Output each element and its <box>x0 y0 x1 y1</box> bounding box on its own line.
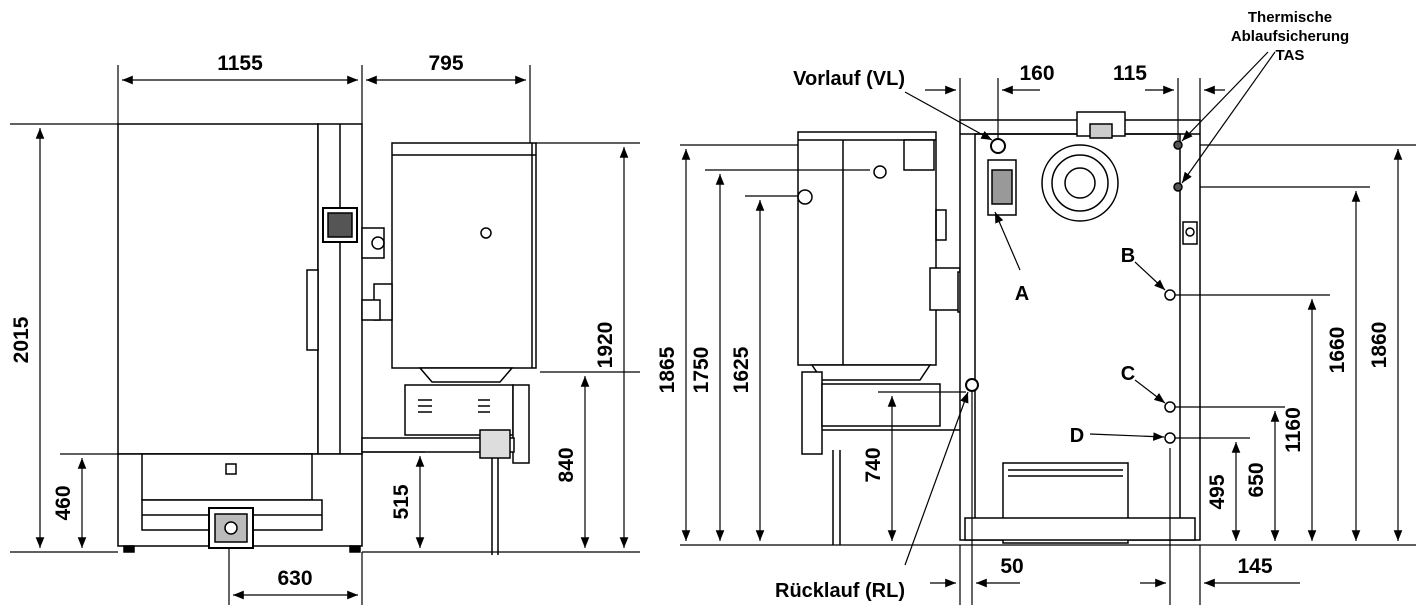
dim-1860: 1860 <box>1368 322 1391 369</box>
dim-1750: 1750 <box>690 347 713 394</box>
dim-1625: 1625 <box>730 346 753 393</box>
dim-515: 515 <box>390 484 413 519</box>
right-texts: Vorlauf (VL) Rücklauf (RL) Thermische Ab… <box>656 9 1391 602</box>
dim-160: 160 <box>1019 62 1054 85</box>
dim-460: 460 <box>52 485 75 520</box>
dim-795: 795 <box>428 52 463 75</box>
dim-145: 145 <box>1237 555 1272 578</box>
left-dimension-texts: 1155 795 2015 460 1920 840 515 630 <box>10 52 617 590</box>
right-dimensions <box>680 51 1416 605</box>
side-handle <box>306 269 319 351</box>
dim-650: 650 <box>1245 462 1268 497</box>
left-dimensions <box>10 65 640 605</box>
label-ruecklauf: Rücklauf (RL) <box>775 580 905 602</box>
dim-115: 115 <box>1113 62 1147 85</box>
dim-1660: 1660 <box>1326 327 1349 374</box>
left-view <box>117 123 537 555</box>
label-vorlauf: Vorlauf (VL) <box>793 68 905 90</box>
port-vl <box>990 138 1006 154</box>
dim-1865: 1865 <box>656 346 679 393</box>
label-c: C <box>1121 363 1135 385</box>
auger-tube <box>361 437 515 453</box>
pellet-silo <box>391 142 537 369</box>
dim-2015: 2015 <box>10 316 33 363</box>
silo-side <box>797 131 937 366</box>
label-tas-2: Ablaufsicherung <box>1231 28 1349 45</box>
label-d: D <box>1070 425 1084 447</box>
dim-1160: 1160 <box>1282 407 1305 453</box>
port-rl <box>965 378 979 392</box>
feeder-unit <box>404 384 514 436</box>
label-tas-1: Thermische <box>1248 9 1332 26</box>
label-a: A <box>1015 283 1029 305</box>
label-tas-3: TAS <box>1276 47 1305 64</box>
silo-fill-port <box>480 227 492 239</box>
dim-495: 495 <box>1206 474 1229 509</box>
right-view <box>797 111 1201 545</box>
dim-1920: 1920 <box>594 322 617 369</box>
port-tas-top <box>1173 140 1183 150</box>
dim-740: 740 <box>862 447 885 482</box>
dim-840: 840 <box>555 447 578 482</box>
boiler-cabinet <box>117 123 319 455</box>
dim-50: 50 <box>1000 555 1023 578</box>
dim-1155: 1155 <box>217 52 263 75</box>
port-tas-bottom <box>1173 182 1183 192</box>
label-b: B <box>1121 245 1135 267</box>
dim-630: 630 <box>277 567 312 590</box>
